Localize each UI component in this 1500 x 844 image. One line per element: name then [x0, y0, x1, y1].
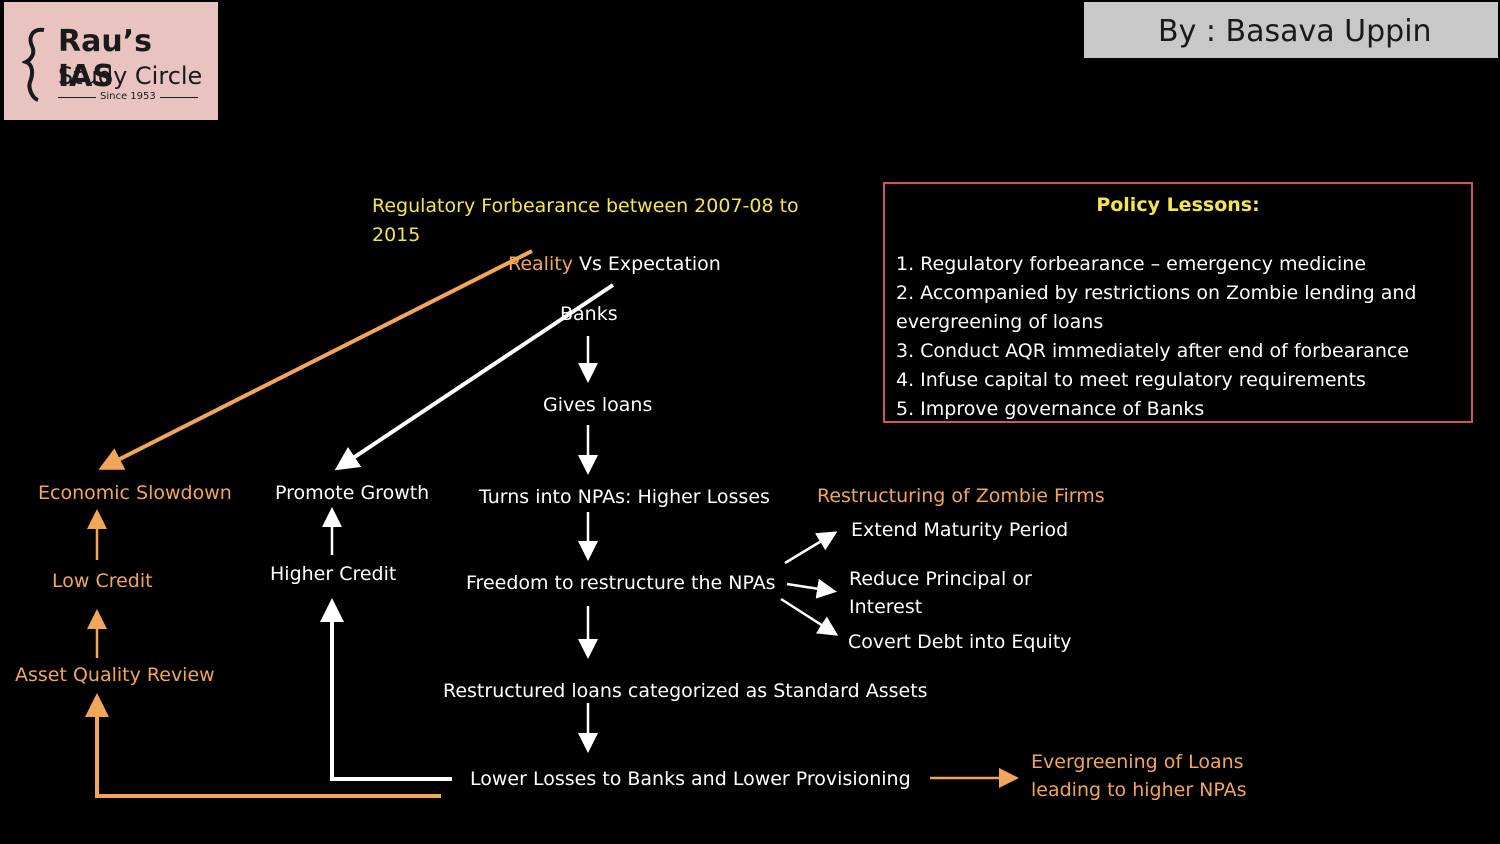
- vs-expectation-label: Vs Expectation: [572, 253, 721, 275]
- node-lower-losses: Lower Losses to Banks and Lower Provisio…: [470, 768, 911, 790]
- rau-ias-logo: Rau’s IAS Study Circle Since 1953: [4, 2, 218, 120]
- policy-lessons-box: Policy Lessons: 1. Regulatory forbearanc…: [883, 182, 1473, 423]
- author-banner: By : Basava Uppin: [1084, 2, 1498, 58]
- policy-item: 3. Conduct AQR immediately after end of …: [896, 340, 1409, 362]
- arrow-expectation-to-growth: [334, 283, 615, 471]
- reality-label: Reality: [508, 253, 573, 275]
- evergreening-line1: Evergreening of Loans: [1031, 751, 1244, 773]
- arrow-to-reduce: [786, 578, 837, 599]
- node-npas: Turns into NPAs: Higher Losses: [479, 486, 770, 508]
- logo-rule-right: [160, 97, 198, 98]
- node-gives-loans: Gives loans: [543, 394, 653, 416]
- heading-line1: Regulatory Forbearance between 2007-08 t…: [372, 195, 799, 217]
- author-name: By : Basava Uppin: [1158, 14, 1432, 49]
- policy-item: evergreening of loans: [896, 311, 1104, 333]
- logo-subtitle: Study Circle: [58, 62, 203, 90]
- logo-since: Since 1953: [100, 91, 156, 102]
- policy-item: 1. Regulatory forbearance – emergency me…: [896, 253, 1367, 275]
- option-reduce-line2: Interest: [849, 596, 923, 618]
- node-higher-credit: Higher Credit: [270, 563, 397, 585]
- policy-list: 1. Regulatory forbearance – emergency me…: [896, 250, 1466, 424]
- policy-item: 2. Accompanied by restrictions on Zombie…: [896, 282, 1417, 304]
- node-restructured: Restructured loans categorized as Standa…: [443, 680, 928, 702]
- restructuring-title: Restructuring of Zombie Firms: [817, 485, 1105, 507]
- evergreening-line2: leading to higher NPAs: [1031, 779, 1247, 801]
- arrow-to-convert: [780, 597, 839, 636]
- arrow-reality-to-slowdown: [98, 249, 533, 470]
- arrow-lower-to-aqr: [85, 693, 441, 798]
- arrow-to-extend: [784, 531, 838, 565]
- node-promote-growth: Promote Growth: [275, 482, 430, 504]
- policy-item: 4. Infuse capital to meet regulatory req…: [896, 369, 1366, 391]
- logo-mark-icon: [22, 27, 45, 102]
- heading-line2: 2015: [372, 224, 421, 246]
- node-aqr: Asset Quality Review: [15, 664, 215, 686]
- option-extend-maturity: Extend Maturity Period: [851, 519, 1069, 541]
- logo-rule-left: [58, 97, 96, 98]
- logo-title: Rau’s IAS: [58, 24, 152, 94]
- node-economic-slowdown: Economic Slowdown: [38, 482, 232, 504]
- arrow-lower-to-higher-credit: [320, 598, 452, 781]
- option-convert-equity: Covert Debt into Equity: [848, 631, 1072, 653]
- policy-item: 5. Improve governance of Banks: [896, 398, 1205, 420]
- node-banks: Banks: [560, 303, 618, 325]
- policy-title: Policy Lessons:: [1096, 194, 1260, 216]
- node-freedom: Freedom to restructure the NPAs: [466, 572, 776, 594]
- reality-vs-expectation: Reality Vs Expectation: [508, 253, 721, 275]
- option-reduce-line1: Reduce Principal or: [849, 568, 1032, 590]
- node-low-credit: Low Credit: [52, 570, 153, 592]
